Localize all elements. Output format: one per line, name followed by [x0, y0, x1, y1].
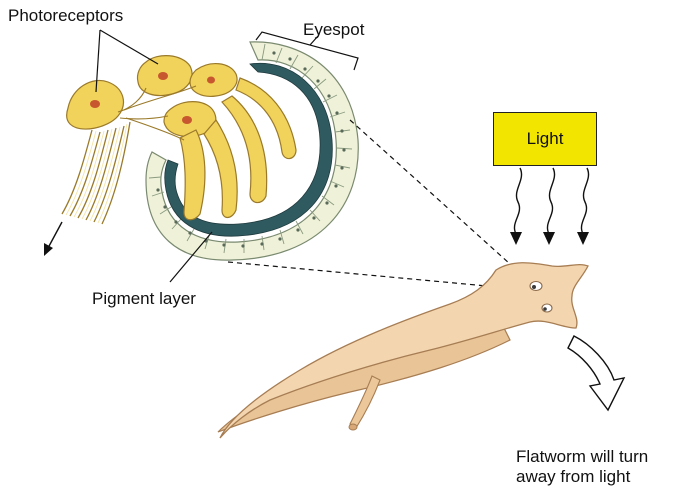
flatworm-eyespot-right: [542, 304, 552, 312]
light-ray-arrowheads: [510, 232, 589, 245]
flatworm-caption: Flatworm will turn away from light: [516, 447, 648, 487]
caption-line-2: away from light: [516, 467, 648, 487]
pigment-layer-label: Pigment layer: [92, 289, 196, 309]
light-rays: [514, 168, 588, 234]
axon-direction-arrow: [44, 222, 62, 256]
caption-line-1: Flatworm will turn: [516, 447, 648, 467]
light-source-box: Light: [493, 112, 597, 166]
flatworm-eyespot-left: [530, 282, 542, 291]
photoreceptors-label: Photoreceptors: [8, 6, 123, 26]
flatworm: [218, 263, 588, 438]
eyespot-label: Eyespot: [303, 20, 364, 40]
light-label: Light: [527, 129, 564, 149]
projection-lines: [228, 120, 530, 290]
turn-away-arrow: [568, 336, 624, 410]
